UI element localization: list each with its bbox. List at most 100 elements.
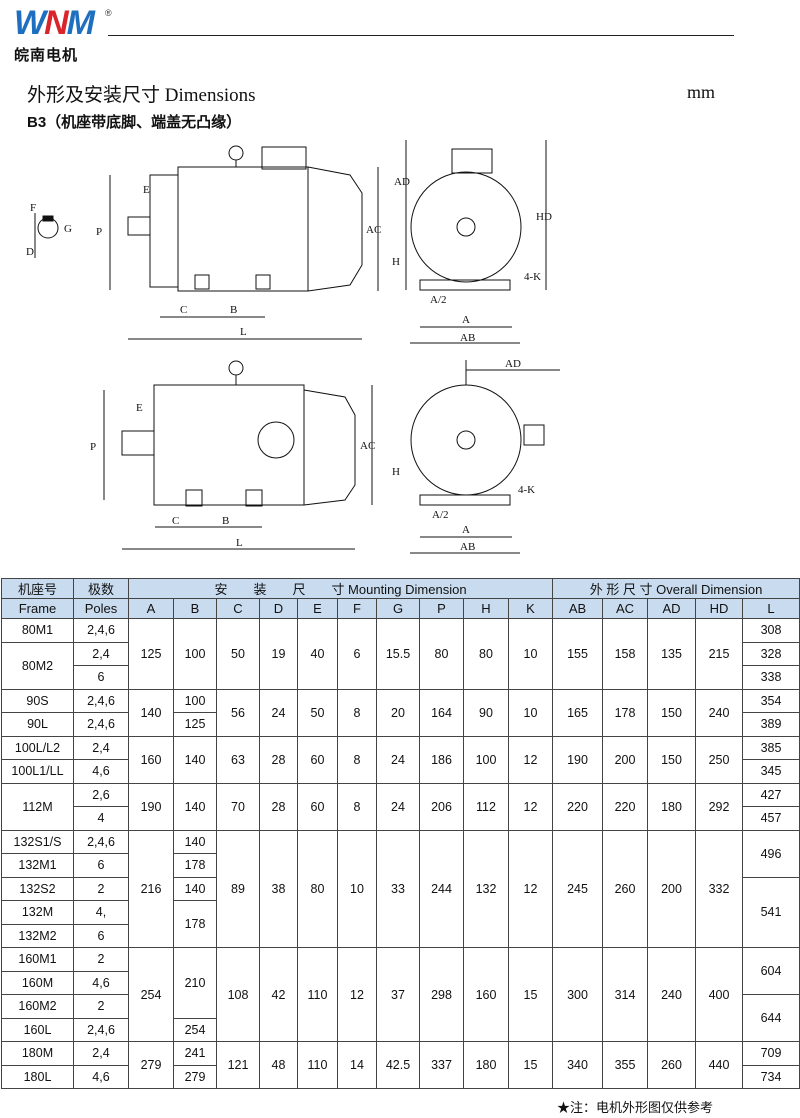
table-cell: 180L (1, 1064, 74, 1089)
table-cell: 8 (337, 688, 377, 737)
column-header-hd: HD (695, 598, 743, 619)
logo-mark: WNM (14, 4, 95, 42)
table-cell: 108 (216, 947, 260, 1042)
table-cell: 298 (419, 947, 464, 1042)
table-cell: 155 (552, 618, 603, 690)
table-cell: 80M2 (1, 641, 74, 690)
table-cell: 160M1 (1, 947, 74, 972)
table-cell: 40 (297, 618, 338, 690)
table-cell: 160 (128, 735, 174, 784)
table-cell: 2 (73, 876, 129, 901)
table-cell: 42 (259, 947, 298, 1042)
table-cell: 132 (463, 829, 509, 948)
table-cell: 244 (419, 829, 464, 948)
table-cell: 110 (297, 1041, 338, 1089)
shaft-section-drawing: F G D (26, 202, 72, 258)
table-cell: 337 (419, 1041, 464, 1089)
table-cell: 50 (297, 688, 338, 737)
motor-outline-drawings: F G D P E C B L AC AD HD H 4-K A/2 A AB (26, 140, 560, 554)
table-cell: 178 (173, 900, 217, 948)
table-cell: 165 (552, 688, 603, 737)
table-cell: 121 (216, 1041, 260, 1089)
overall-dimension-header: 外 形 尺 寸 Overall Dimension (551, 578, 800, 599)
table-cell: 200 (647, 829, 696, 948)
table-cell: 260 (602, 829, 648, 948)
label-g: G (64, 223, 72, 235)
table-cell: 216 (128, 829, 174, 948)
table-cell: 260 (647, 1041, 696, 1089)
poles-header-cn: 极数 (73, 578, 129, 599)
svg-text:A: A (462, 314, 470, 326)
table-cell: 8 (337, 782, 377, 831)
table-cell: 4 (73, 806, 129, 831)
table-cell: 164 (419, 688, 464, 737)
table-cell: 160M (1, 970, 74, 995)
table-cell: 112M (1, 782, 74, 831)
table-cell: 340 (552, 1041, 603, 1089)
table-cell: 12 (508, 782, 553, 831)
table-cell: 190 (128, 782, 174, 831)
table-cell: 89 (216, 829, 260, 948)
table-cell: 200 (602, 735, 648, 784)
table-cell: 220 (602, 782, 648, 831)
svg-text:AD: AD (394, 176, 410, 188)
column-header-ad: AD (647, 598, 696, 619)
table-cell: 60 (297, 782, 338, 831)
table-cell: 42.5 (376, 1041, 420, 1089)
table-cell: 140 (173, 876, 217, 901)
table-cell: 20 (376, 688, 420, 737)
table-cell: 385 (741, 735, 800, 760)
table-cell: 2,4,6 (73, 618, 129, 643)
table-cell: 132M (1, 900, 74, 925)
svg-text:L: L (236, 537, 243, 549)
column-header-e: E (297, 598, 338, 619)
table-cell: 279 (173, 1064, 217, 1089)
table-cell: 2 (73, 994, 129, 1019)
table-cell: 15 (508, 1041, 553, 1089)
table-cell: 100L/L2 (1, 735, 74, 760)
table-cell: 389 (741, 712, 800, 737)
table-cell: 70 (216, 782, 260, 831)
table-cell: 10 (508, 618, 553, 690)
table-cell: 604 (741, 947, 800, 995)
table-cell: 4,6 (73, 1064, 129, 1089)
table-cell: 6 (73, 665, 129, 690)
table-cell: 132S2 (1, 876, 74, 901)
column-header-h: H (463, 598, 509, 619)
column-header-ac: AC (602, 598, 648, 619)
side-view-bottom: P E C B L AC (90, 360, 375, 550)
svg-text:L: L (240, 326, 247, 338)
svg-text:4-K: 4-K (518, 484, 535, 496)
table-cell: 37 (376, 947, 420, 1042)
table-cell: 33 (376, 829, 420, 948)
frame-header-cn: 机座号 (1, 578, 74, 599)
svg-text:E: E (136, 402, 143, 414)
column-header-g: G (376, 598, 420, 619)
table-cell: 15.5 (376, 618, 420, 690)
table-cell: 186 (419, 735, 464, 784)
table-cell: 314 (602, 947, 648, 1042)
table-cell: 254 (128, 947, 174, 1042)
page-title: 外形及安装尺寸 Dimensions (27, 85, 256, 106)
table-cell: 6 (73, 923, 129, 948)
table-cell: 160M2 (1, 994, 74, 1019)
table-cell: 125 (128, 618, 174, 690)
table-cell: 90L (1, 712, 74, 737)
svg-text:AB: AB (460, 541, 475, 553)
svg-text:H: H (392, 256, 400, 268)
footnote: ★注：电机外形图仅供参考 (557, 1100, 714, 1115)
table-cell: 100 (173, 688, 217, 713)
column-header-poles: Poles (73, 598, 129, 619)
table-cell: 300 (552, 947, 603, 1042)
svg-text:AB: AB (460, 332, 475, 344)
table-cell: 4,6 (73, 970, 129, 995)
